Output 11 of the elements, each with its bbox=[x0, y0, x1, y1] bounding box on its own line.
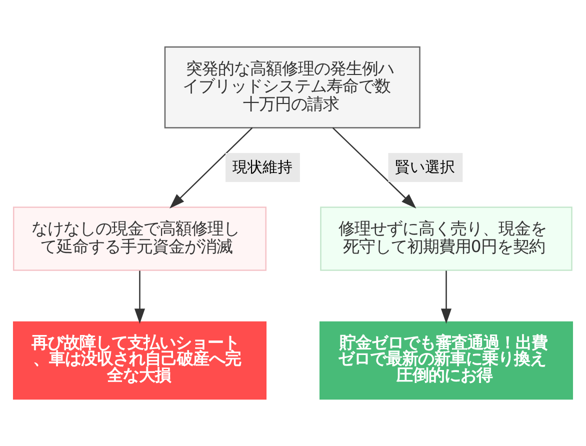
node-box: 貯金ゼロでも審査通過！出費ゼロで最新の新車に乗り換え圧倒的にお得 bbox=[320, 321, 574, 400]
node-box: 修理せずに高く売り、現金を死守して初期費用0円を契約 bbox=[320, 206, 572, 271]
arrow bbox=[134, 270, 146, 324]
edge-label: 現状維持 bbox=[232, 158, 292, 176]
arrow bbox=[170, 127, 253, 208]
edge-label: 賢い選択 bbox=[395, 158, 456, 176]
node-box: なけなしの現金で高額修理して延命する手元資金が消滅 bbox=[12, 206, 266, 271]
arrow bbox=[440, 270, 452, 324]
node-box: 再び故障して支払いショート、車は没収され自己破産へ完全な大損 bbox=[12, 321, 266, 400]
node-box: 突発的な高額修理の発生例ハイブリッドシステム寿命で数十万円の請求 bbox=[164, 46, 420, 128]
arrow bbox=[332, 127, 416, 208]
